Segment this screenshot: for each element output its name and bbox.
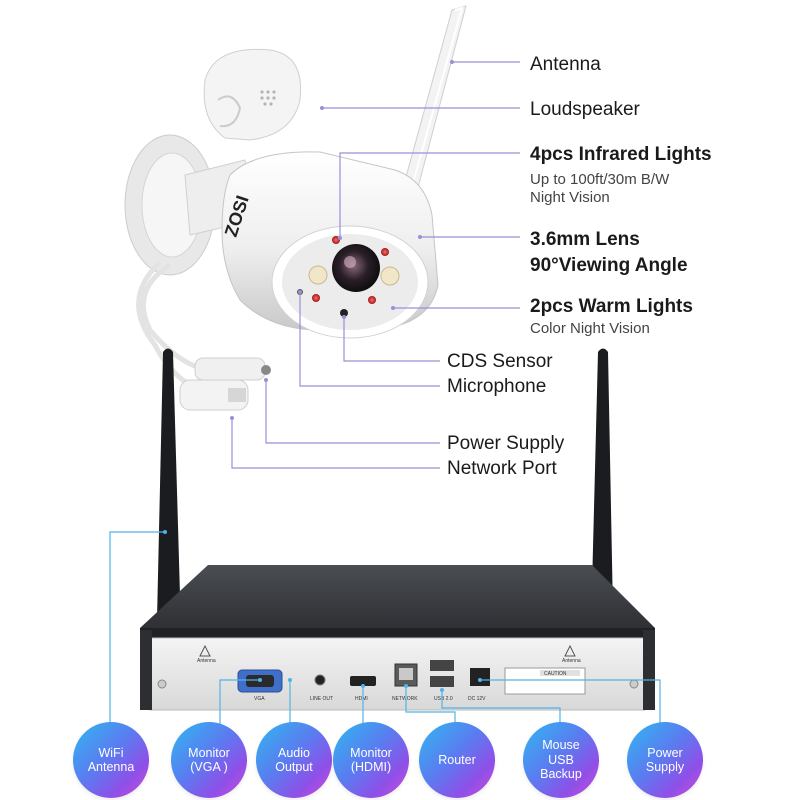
port-label-antenna-right: Antenna [562,658,581,664]
warm-light [308,265,328,285]
cds-sensor [340,309,348,317]
port-label-usb: USB 2.0 [434,696,453,702]
bubble-power-supply: Power Supply [627,722,703,798]
warm-light [380,266,400,286]
callout-cds-sensor: CDS Sensor [447,351,553,372]
camera-lens [332,244,380,292]
callout-network-port: Network Port [447,458,557,479]
nvr-leader-dots [163,530,482,692]
dc-port [470,668,490,686]
bubble-mouse-usb-backup: Mouse USB Backup [523,722,599,798]
power-connector [194,357,271,381]
usb-port [430,676,454,687]
port-label-network: NETWORK [392,696,418,702]
callout-lens-title: 3.6mm Lens [530,229,640,250]
bubble-router: Router [419,722,495,798]
usb-port [430,660,454,671]
callout-warm-sub: Color Night Vision [530,320,650,337]
camera-leader-dots [230,60,454,420]
callout-loudspeaker: Loudspeaker [530,99,640,120]
camera-leader-lines [231,61,520,469]
network-connector [179,379,249,411]
port-label-vga: VGA [254,696,265,702]
loudspeaker-view [203,48,302,141]
ir-light [312,294,320,302]
camera-body: ZOSI [221,151,439,339]
port-label-line-out: LINE OUT [310,696,333,702]
ir-light [381,248,389,256]
callout-power-supply: Power Supply [447,433,565,454]
callout-infrared-sub2: Night Vision [530,189,610,206]
port-label-hdmi: HDMI [355,696,368,702]
bubble-wifi-antenna: WiFi Antenna [73,722,149,798]
callout-infrared-title: 4pcs Infrared Lights [530,144,712,165]
nvr-recorder: Antenna Antenna VGA LINE OUT HDMI NETWOR… [140,565,655,711]
bubble-monitor-vga: Monitor (VGA ) [171,722,247,798]
port-label-caution: CAUTION [544,671,567,677]
bubble-audio-output: Audio Output [256,722,332,798]
callout-lens-sub: 90°Viewing Angle [530,255,688,276]
nvr-leader-lines [109,531,661,732]
ir-light [368,296,376,304]
port-label-dc: DC 12V [468,696,486,702]
callout-microphone: Microphone [447,376,547,397]
line-out-jack [314,674,326,686]
hdmi-port [350,676,376,686]
callout-warm-title: 2pcs Warm Lights [530,296,693,317]
callout-infrared-sub1: Up to 100ft/30m B/W [530,171,670,188]
port-label-antenna-left: Antenna [197,658,216,664]
callout-antenna: Antenna [530,54,601,75]
bubble-monitor-hdmi: Monitor (HDMI) [333,722,409,798]
